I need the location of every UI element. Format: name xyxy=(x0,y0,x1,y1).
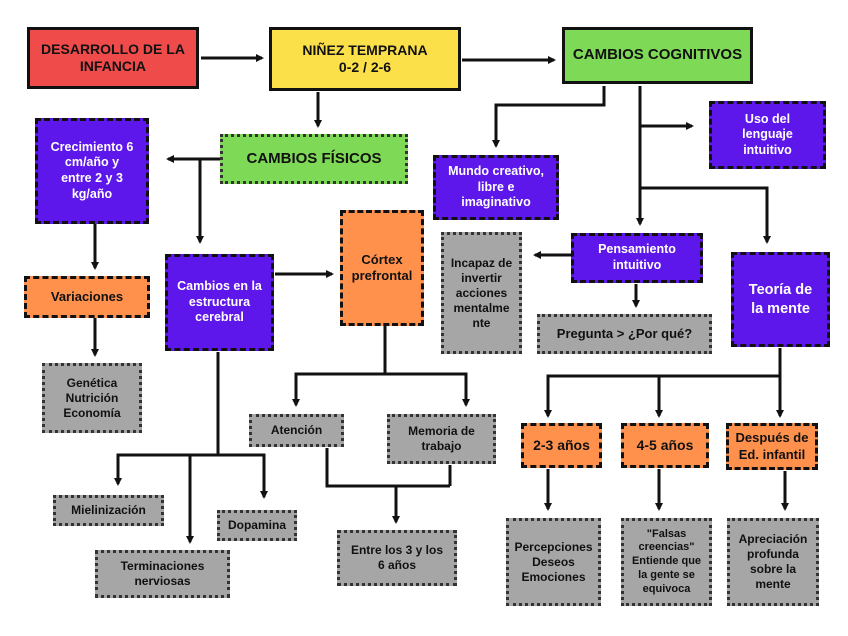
node-genetica-nutricion-economia: Genética Nutrición Economía xyxy=(42,363,142,433)
node-estructura-cerebral: Cambios en la estructura cerebral xyxy=(165,254,274,351)
node-despues-ed-infantil: Después de Ed. infantil xyxy=(726,423,818,470)
node-crecimiento: Crecimiento 6 cm/año y entre 2 y 3 kg/añ… xyxy=(35,118,149,224)
node-pregunta-por-que: Pregunta > ¿Por qué? xyxy=(537,314,712,354)
node-2-3-anos: 2-3 años xyxy=(521,423,602,468)
node-falsas-creencias: "Falsas creencias" Entiende que la gente… xyxy=(621,518,712,606)
node-cambios-cognitivos: CAMBIOS COGNITIVOS xyxy=(562,27,753,84)
node-desarrollo-infancia: DESARROLLO DE LA INFANCIA xyxy=(27,27,199,89)
node-cortex-prefrontal: Córtex prefrontal xyxy=(340,210,424,326)
node-apreciacion-mente: Apreciación profunda sobre la mente xyxy=(727,518,819,606)
node-cambios-fisicos: CAMBIOS FÍSICOS xyxy=(220,134,408,184)
node-memoria-trabajo: Memoria de trabajo xyxy=(387,414,496,464)
node-4-5-anos: 4-5 años xyxy=(621,423,709,468)
node-dopamina: Dopamina xyxy=(217,510,297,541)
node-mundo-creativo: Mundo creativo, libre e imaginativo xyxy=(433,155,559,220)
node-incapaz-invertir: Incapaz de invertir acciones mentalme nt… xyxy=(441,232,522,354)
node-terminaciones-nerviosas: Terminaciones nerviosas xyxy=(95,550,230,598)
node-teoria-mente: Teoría de la mente xyxy=(731,252,830,347)
node-entre-3-6-anos: Entre los 3 y los 6 años xyxy=(337,530,457,586)
node-ninez-temprana: NIÑEZ TEMPRANA 0-2 / 2-6 xyxy=(269,27,461,91)
node-pensamiento-intuitivo: Pensamiento intuitivo xyxy=(571,233,703,283)
node-variaciones: Variaciones xyxy=(24,276,150,318)
node-mielinizacion: Mielinización xyxy=(53,495,164,526)
node-percepciones: Percepciones Deseos Emociones xyxy=(506,518,601,606)
node-lenguaje-intuitivo: Uso del lenguaje intuitivo xyxy=(709,101,826,169)
node-atencion: Atención xyxy=(249,414,344,447)
